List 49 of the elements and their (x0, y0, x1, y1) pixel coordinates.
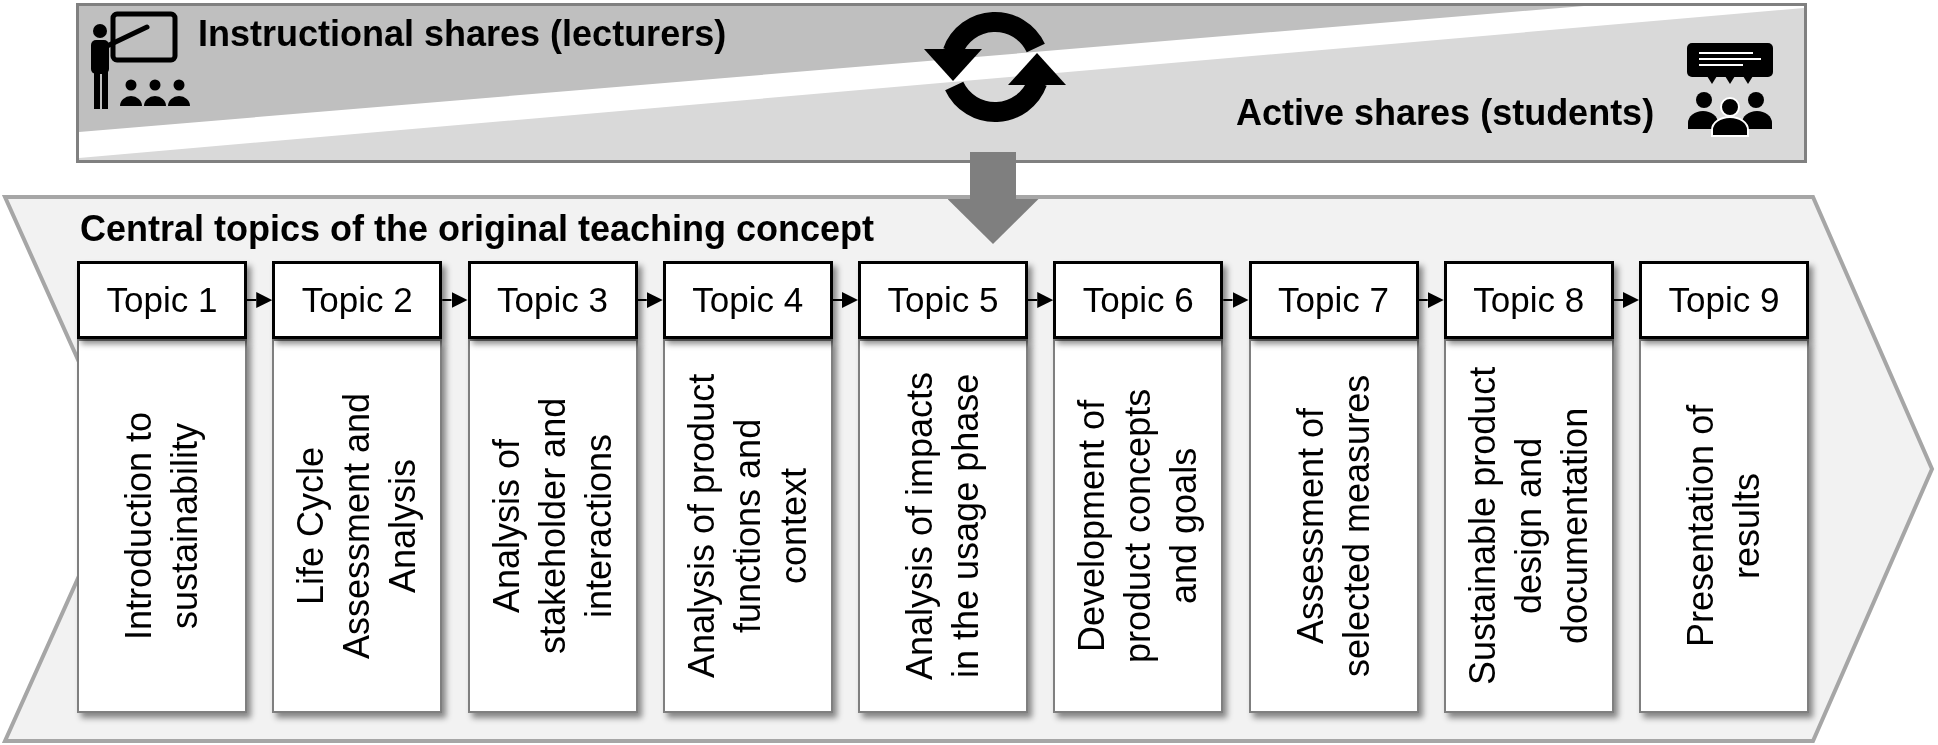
topic-card (858, 339, 1028, 713)
arrow (441, 292, 468, 308)
topic-header-box (77, 261, 247, 339)
topic-description: Development of product concepts and goals (1070, 387, 1206, 666)
share-label: Instructional shares (lecturers) (198, 13, 727, 55)
topic-card (77, 339, 247, 713)
arrow (246, 292, 273, 308)
topic-label: Topic 6 (1082, 280, 1194, 320)
topic-label: Topic 3 (497, 280, 608, 320)
topic-card (1053, 339, 1224, 713)
topic-description: Presentation of results (1679, 403, 1768, 650)
panel-title: Central topics of the original teaching concept (80, 208, 875, 250)
block-arrow (947, 152, 1039, 244)
topic-description: Assessment of selected measures (1288, 373, 1378, 680)
share-label: Active shares (students) (1236, 92, 1655, 134)
topic-label: Topic 9 (1668, 280, 1780, 320)
topic-description: Introduction to sustainability (117, 410, 206, 643)
topic-label: Topic 8 (1473, 280, 1585, 320)
arrow (1417, 292, 1444, 308)
topic-card (1639, 339, 1809, 713)
topic-label: Topic 1 (106, 280, 218, 320)
topic-card (1443, 339, 1614, 713)
topic-header-box (1639, 261, 1809, 339)
topic-label: Topic 2 (301, 280, 413, 320)
topic-label: Topic 5 (887, 280, 999, 320)
arrow (831, 292, 858, 308)
arrow (1612, 292, 1639, 308)
topic-description: Analysis of stakeholder and interactions (484, 396, 620, 657)
topic-header-box (1248, 261, 1419, 339)
topic-label: Topic 4 (692, 280, 804, 320)
topic-card (662, 339, 833, 713)
topic-card (467, 339, 638, 713)
arrow (636, 292, 663, 308)
arrow (1027, 292, 1054, 308)
topic-description: Analysis of product functions and context (679, 372, 815, 681)
topic-card (1248, 339, 1419, 713)
topic-description: Sustainable product design and documentation (1460, 365, 1596, 688)
topic-header-box (858, 261, 1028, 339)
chevron-panel (3, 195, 1935, 743)
topic-label: Topic 7 (1278, 280, 1389, 320)
topic-header-box (662, 261, 833, 339)
topic-card (272, 339, 443, 713)
topic-description: Life Cycle Assessment and Analysis (289, 391, 425, 662)
topic-header-box (1443, 261, 1614, 339)
topic-description: Analysis of impacts in the usage phase (898, 370, 987, 683)
topic-header-box (272, 261, 443, 339)
arrow (1222, 292, 1249, 308)
topic-header-box (467, 261, 638, 339)
topic-header-box (1053, 261, 1224, 339)
